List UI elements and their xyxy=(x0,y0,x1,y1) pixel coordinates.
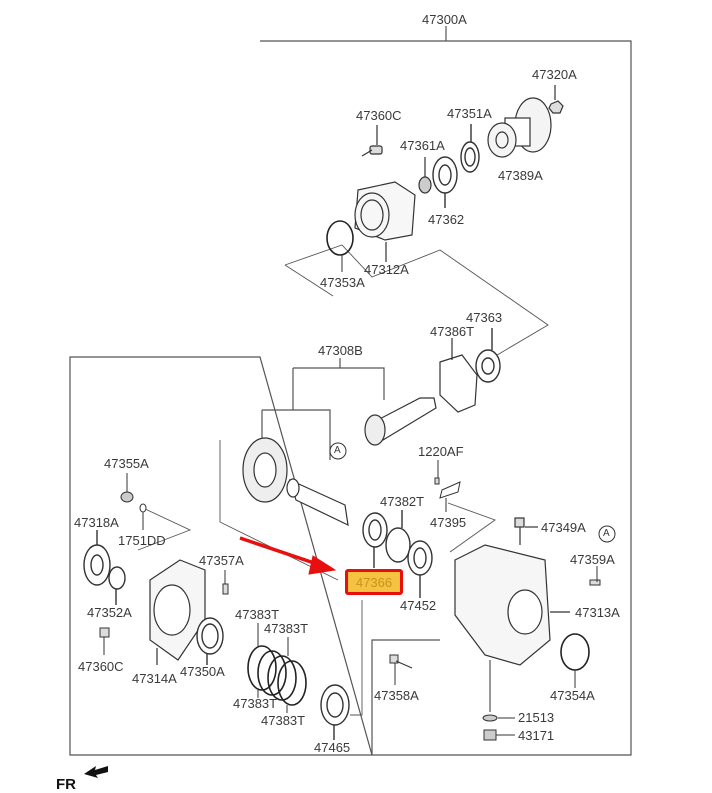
part-label: 47383T xyxy=(261,713,306,728)
part-label: 47452 xyxy=(400,598,437,613)
part-label: 43171 xyxy=(518,728,555,743)
part-label: 1220AF xyxy=(418,444,464,459)
cover-47314a xyxy=(149,559,206,665)
callout-a-2 xyxy=(598,525,616,543)
callout-a-label: A xyxy=(603,528,610,539)
flange-47389a xyxy=(487,97,552,158)
part-label: 47351A xyxy=(447,106,492,121)
part-label: 47312A xyxy=(364,262,409,277)
part-label: 47361A xyxy=(400,138,445,153)
fr-direction-icon xyxy=(84,766,108,778)
part-label: 47362 xyxy=(428,212,465,227)
breather-47349a xyxy=(514,517,525,528)
part-label: 47358A xyxy=(374,688,419,703)
part-label: 47363 xyxy=(466,310,503,325)
washer-21513 xyxy=(482,714,498,722)
highlighted-part-47366[interactable]: 47366 xyxy=(345,569,403,595)
part-label: 47314A xyxy=(132,671,177,686)
part-label: 47357A xyxy=(199,553,244,568)
bolt-1220af xyxy=(434,477,440,485)
part-label: 47352A xyxy=(87,605,132,620)
part-label: 47360C xyxy=(78,659,124,674)
bolt-47360c-bottom xyxy=(99,627,110,638)
nut-47320a xyxy=(548,85,564,114)
part-label: 21513 xyxy=(518,710,555,725)
plug-43171 xyxy=(483,729,497,741)
part-label: 47360C xyxy=(356,108,402,123)
seal-47352a xyxy=(108,566,126,590)
pinion-shaft xyxy=(364,397,437,446)
part-label: 47350A xyxy=(180,664,225,679)
washer-1751dd xyxy=(139,503,147,513)
part-label: 47383T xyxy=(235,607,280,622)
bearing-47362 xyxy=(432,156,458,208)
case-47313a xyxy=(454,517,570,666)
oring-47353a xyxy=(326,220,354,256)
part-label: 47383T xyxy=(264,621,309,636)
plate-47395 xyxy=(439,481,461,499)
part-label: 47383T xyxy=(233,696,278,711)
front-direction-label: FR xyxy=(56,776,76,793)
part-label: 47308B xyxy=(318,343,363,358)
ring-47382t xyxy=(385,527,411,563)
assembly-outline xyxy=(69,40,632,756)
part-label: 47313A xyxy=(575,605,620,620)
part-label: 47349A xyxy=(541,520,586,535)
bolt-47360c-top xyxy=(361,125,383,157)
part-label: 47389A xyxy=(498,168,543,183)
pin-47357a xyxy=(222,583,229,595)
part-label: 47354A xyxy=(550,688,595,703)
highlight-arrow xyxy=(239,536,337,575)
part-label: 47318A xyxy=(74,515,119,530)
housing-47312a xyxy=(354,181,416,262)
part-label: 47355A xyxy=(104,456,149,471)
callout-a-label: A xyxy=(334,445,341,456)
shims-47383t xyxy=(247,645,307,706)
part-label: 47353A xyxy=(320,275,365,290)
bolt-47358a xyxy=(389,654,399,664)
part-label: 47320A xyxy=(532,67,577,82)
ring-gear xyxy=(242,437,288,503)
part-label: 47395 xyxy=(430,515,467,530)
callout-a-1 xyxy=(329,442,347,460)
part-label: 1751DD xyxy=(118,533,166,548)
pin-47359a xyxy=(589,579,601,586)
part-label: 47386T xyxy=(430,324,475,339)
oring-47354a xyxy=(560,633,590,671)
part-label: 47359A xyxy=(570,552,615,567)
seal-47351a xyxy=(460,124,480,173)
plug-47355a xyxy=(120,491,134,503)
nut-47361a xyxy=(418,157,432,194)
part-label: 47382T xyxy=(380,494,425,509)
part-label: 47465 xyxy=(314,740,351,755)
differential-shaft xyxy=(286,478,349,527)
assembly-label: 47300A xyxy=(422,12,467,27)
gasket-47386t xyxy=(439,338,478,413)
seal-47363 xyxy=(475,328,501,383)
